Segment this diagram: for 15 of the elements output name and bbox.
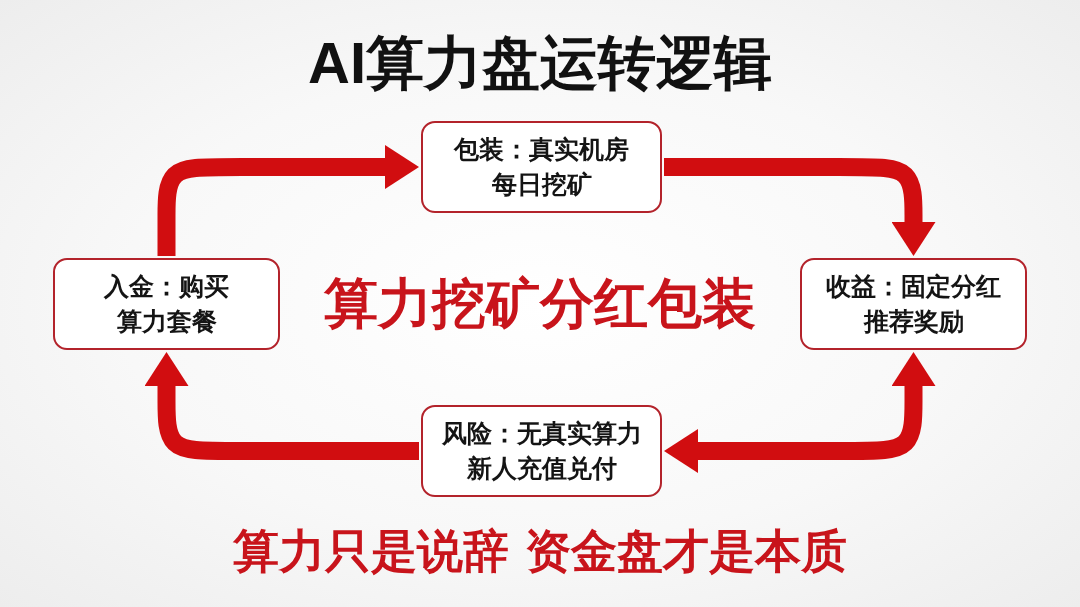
process-box	[421, 121, 662, 213]
caption: 算力只是说辞 资金盘才是本质	[233, 525, 847, 578]
box-text: 收益：固定分红推荐奖励	[825, 271, 1002, 338]
process-box	[800, 258, 1027, 350]
box-text: 入金：购买算力套餐	[102, 271, 230, 338]
arrow	[664, 351, 936, 473]
title: AI算力盘运转逻辑	[308, 30, 772, 97]
arrow	[157, 145, 419, 259]
box-text: 风险：无真实算力新人充值兑付	[440, 418, 643, 485]
box-text: 包装：真实机房每日挖矿	[452, 134, 630, 201]
process-box	[53, 258, 280, 350]
arrow	[664, 158, 936, 259]
process-box	[421, 405, 662, 497]
center-label: 算力挖矿分红包装	[324, 273, 756, 336]
arrow	[144, 351, 419, 460]
